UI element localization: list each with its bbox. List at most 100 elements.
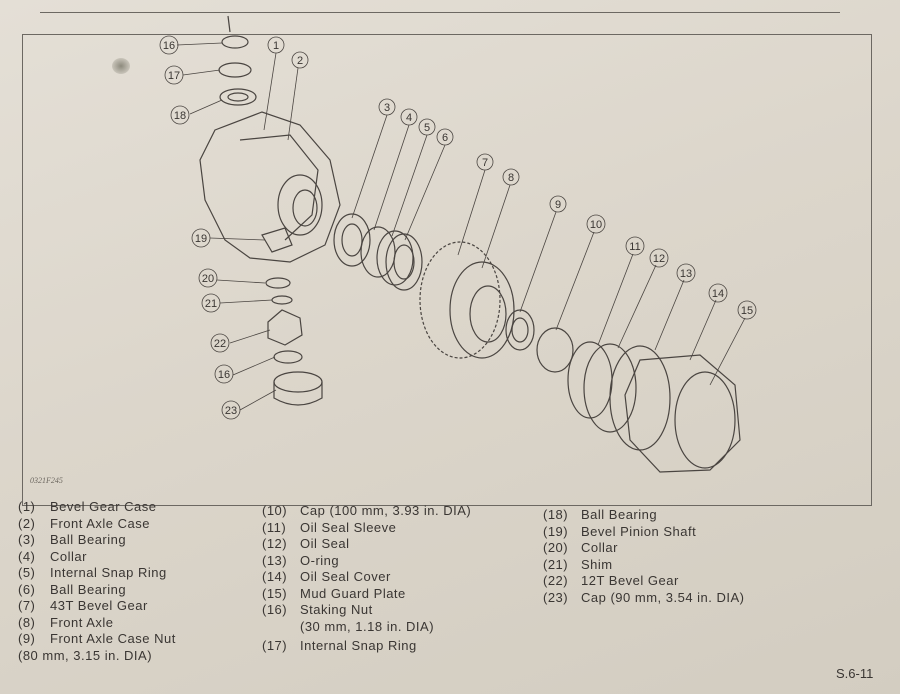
callout-12: 12: [649, 248, 669, 268]
svg-text:3: 3: [384, 102, 390, 114]
svg-text:2: 2: [297, 55, 303, 67]
svg-text:10: 10: [590, 219, 602, 231]
legend-item-22: (22)12T Bevel Gear: [543, 573, 679, 588]
part-oil-seal-cover-bore: [674, 371, 736, 469]
part-cap-10: [536, 327, 574, 373]
part-snap-ring-top: [218, 62, 252, 78]
part-ball-bearing-6-inner: [393, 244, 415, 280]
callout-7: 7: [476, 153, 494, 171]
part-front-axle-hub: [449, 261, 515, 359]
legend-item-13: (13)O-ring: [262, 552, 340, 568]
part-bevel-gear-43t: [419, 241, 501, 359]
callout-14: 14: [708, 283, 728, 303]
legend-item-8: (8)Front Axle: [18, 614, 114, 630]
diagram-parts: [199, 15, 741, 473]
callout-8: 8: [502, 168, 520, 186]
part-cap-23: [273, 371, 323, 393]
paper-stain: [112, 58, 130, 74]
legend-item-16: (16)Staking Nut: [262, 602, 373, 617]
callout-4: 4: [400, 108, 418, 126]
part-collar-4: [360, 226, 396, 278]
legend-item-3: (3)Ball Bearing: [18, 532, 127, 547]
legend-item-9-sub: (80 mm, 3.15 in. DIA): [18, 647, 153, 663]
callout-16-bottom: 16: [214, 364, 234, 384]
svg-text:1: 1: [273, 40, 279, 52]
svg-text:16: 16: [218, 369, 230, 381]
svg-text:12: 12: [653, 253, 665, 265]
svg-text:8: 8: [508, 172, 514, 184]
legend-item-18: (18)Ball Bearing: [543, 507, 658, 522]
part-ball-bearing-3-inner: [341, 223, 363, 257]
part-ball-bearing-3: [333, 213, 371, 267]
part-ball-bearing-top-inner: [227, 92, 249, 102]
part-case-bore-inner: [292, 189, 318, 227]
callout-20: 20: [198, 268, 218, 288]
svg-text:14: 14: [712, 288, 724, 300]
legend-item-10: (10)Cap (100 mm, 3.93 in. DIA): [262, 503, 472, 518]
legend-item-21: (21)Shim: [543, 556, 613, 572]
callout-16-top: 16: [159, 35, 179, 55]
legend-item-11: (11)Oil Seal Sleeve: [262, 519, 397, 535]
callout-18: 18: [170, 105, 190, 125]
legend-item-19: (19)Bevel Pinion Shaft: [543, 523, 697, 539]
part-oil-seal-sleeve: [567, 341, 613, 419]
svg-text:22: 22: [214, 338, 226, 350]
callout-21: 21: [201, 293, 221, 313]
callout-9: 9: [549, 195, 567, 213]
svg-text:7: 7: [482, 157, 488, 169]
legend-column-2: (10)Cap (100 mm, 3.93 in. DIA) (11)Oil S…: [262, 503, 471, 655]
part-oil-seal: [583, 343, 637, 433]
part-collar-20: [265, 277, 291, 289]
arrow-line-top: [227, 15, 231, 33]
svg-text:20: 20: [202, 273, 214, 285]
svg-text:17: 17: [168, 70, 180, 82]
svg-text:21: 21: [205, 298, 217, 310]
callout-15: 15: [737, 300, 757, 320]
legend-item-1: (1)Bevel Gear Case: [18, 499, 157, 514]
svg-text:16: 16: [163, 40, 175, 52]
svg-text:13: 13: [680, 268, 692, 280]
part-staking-nut-16: [273, 350, 303, 364]
legend-item-20: (20)Collar: [543, 540, 618, 555]
part-front-axle-hub-inner: [469, 285, 507, 343]
legend-item-23: (23)Cap (90 mm, 3.54 in. DIA): [543, 589, 745, 605]
svg-text:18: 18: [174, 110, 186, 122]
svg-text:6: 6: [442, 132, 448, 144]
part-shim-21: [271, 295, 293, 305]
callout-3: 3: [378, 98, 396, 116]
svg-text:11: 11: [629, 241, 640, 253]
top-border-strip: [40, 0, 840, 13]
callout-23: 23: [221, 400, 241, 420]
exploded-view-diagram: 16 1 2 17 18 3 4 5 6 7 8 9 10 19 11 12 1…: [159, 15, 757, 473]
figure-code: 0321F245: [30, 476, 63, 485]
legend-item-15: (15)Mud Guard Plate: [262, 585, 406, 601]
part-ball-bearing-6: [385, 233, 423, 291]
legend-item-2: (2)Front Axle Case: [18, 515, 150, 531]
svg-text:5: 5: [424, 122, 430, 134]
svg-text:4: 4: [406, 112, 412, 124]
callout-11: 11: [625, 236, 645, 256]
part-cap-23-side: [273, 382, 323, 406]
callout-6: 6: [436, 128, 454, 146]
part-front-axle-case-flange: [239, 134, 319, 241]
part-bevel-gear-12t: [267, 309, 303, 346]
callout-2: 2: [291, 51, 309, 69]
svg-text:15: 15: [741, 305, 753, 317]
part-o-ring: [609, 345, 671, 451]
legend-item-14: (14)Oil Seal Cover: [262, 569, 391, 584]
legend-item-16-sub: (30 mm, 1.18 in. DIA): [300, 618, 435, 634]
legend-item-12: (12)Oil Seal: [262, 536, 350, 551]
callout-10: 10: [586, 214, 606, 234]
legend-item-9: (9)Front Axle Case Nut: [18, 631, 176, 646]
svg-text:23: 23: [225, 405, 237, 417]
callout-13: 13: [676, 263, 696, 283]
part-oil-seal-cover: [624, 354, 741, 473]
legend-column-1: (1)Bevel Gear Case (2)Front Axle Case (3…: [18, 499, 176, 664]
callout-17: 17: [164, 65, 184, 85]
part-case-bore: [277, 174, 323, 236]
callout-19: 19: [191, 228, 211, 248]
callout-22: 22: [210, 333, 230, 353]
legend-item-17: (17)Internal Snap Ring: [262, 638, 417, 653]
legend-item-5: (5)Internal Snap Ring: [18, 565, 167, 580]
